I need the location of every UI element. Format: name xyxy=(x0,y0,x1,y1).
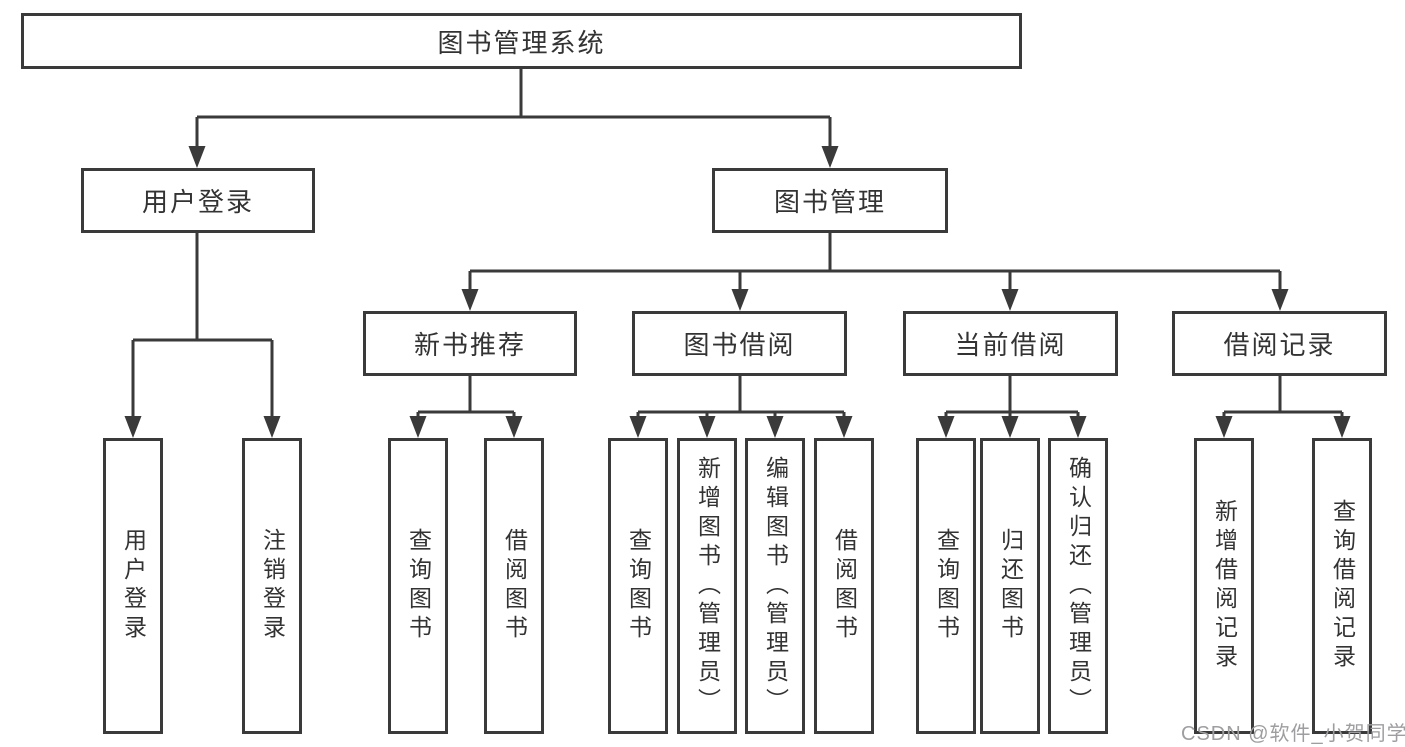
node-current-borrow: 当前借阅 xyxy=(903,311,1118,376)
csdn-watermark: CSDN @软件_小贺同学 xyxy=(1181,723,1405,745)
leaf-add-borrow-record-label: 新增借阅记录 xyxy=(1211,499,1238,673)
leaf-rec-query-books: 查询图书 xyxy=(388,438,448,734)
node-book-borrow-label: 图书借阅 xyxy=(683,330,796,360)
leaf-return-books-label: 归还图书 xyxy=(997,528,1024,644)
connector-book-mgmt-children xyxy=(461,233,1289,311)
connector-user-login-children xyxy=(124,233,281,438)
leaf-add-books-admin-label: 新增图书（管理员） xyxy=(694,455,721,717)
node-borrow-records-label: 借阅记录 xyxy=(1223,330,1336,360)
leaf-add-books-admin: 新增图书（管理员） xyxy=(677,438,737,734)
leaf-confirm-return-admin: 确认归还（管理员） xyxy=(1048,438,1108,734)
leaf-cur-query-books: 查询图书 xyxy=(916,438,976,734)
node-new-book-rec-label: 新书推荐 xyxy=(413,330,526,360)
node-user-login: 用户登录 xyxy=(81,168,315,233)
node-book-mgmt-label: 图书管理 xyxy=(773,187,886,217)
node-user-login-label: 用户登录 xyxy=(141,187,254,217)
connector-new-book-rec-children xyxy=(409,376,523,438)
leaf-user-login: 用户登录 xyxy=(103,438,163,734)
leaf-cur-query-books-label: 查询图书 xyxy=(933,528,960,644)
leaf-borrow-query-books: 查询图书 xyxy=(608,438,668,734)
leaf-add-borrow-record: 新增借阅记录 xyxy=(1194,438,1254,734)
leaf-user-login-label: 用户登录 xyxy=(120,528,147,644)
leaf-return-books: 归还图书 xyxy=(980,438,1040,734)
leaf-borrow-query-books-label: 查询图书 xyxy=(625,528,652,644)
connector-root-to-level2 xyxy=(188,69,839,168)
leaf-logout-label: 注销登录 xyxy=(259,528,286,644)
leaf-borrow-books: 借阅图书 xyxy=(814,438,874,734)
node-book-borrow: 图书借阅 xyxy=(632,311,847,376)
leaf-confirm-return-admin-label: 确认归还（管理员） xyxy=(1065,455,1092,717)
node-current-borrow-label: 当前借阅 xyxy=(954,330,1067,360)
node-root-label: 图书管理系统 xyxy=(437,27,606,58)
node-new-book-rec: 新书推荐 xyxy=(363,311,577,376)
node-book-mgmt: 图书管理 xyxy=(712,168,948,233)
leaf-borrow-books-label: 借阅图书 xyxy=(831,528,858,644)
connector-book-borrow-children xyxy=(629,376,853,438)
leaf-query-borrow-record: 查询借阅记录 xyxy=(1312,438,1372,734)
leaf-edit-books-admin: 编辑图书（管理员） xyxy=(745,438,805,734)
connector-borrow-records-children xyxy=(1215,376,1351,438)
leaf-rec-borrow-books-label: 借阅图书 xyxy=(501,528,528,644)
node-borrow-records: 借阅记录 xyxy=(1172,311,1387,376)
leaf-rec-borrow-books: 借阅图书 xyxy=(484,438,544,734)
connector-current-borrow-children xyxy=(937,376,1087,438)
leaf-rec-query-books-label: 查询图书 xyxy=(405,528,432,644)
node-root: 图书管理系统 xyxy=(21,13,1022,69)
leaf-logout: 注销登录 xyxy=(242,438,302,734)
leaf-edit-books-admin-label: 编辑图书（管理员） xyxy=(762,455,789,717)
leaf-query-borrow-record-label: 查询借阅记录 xyxy=(1329,499,1356,673)
